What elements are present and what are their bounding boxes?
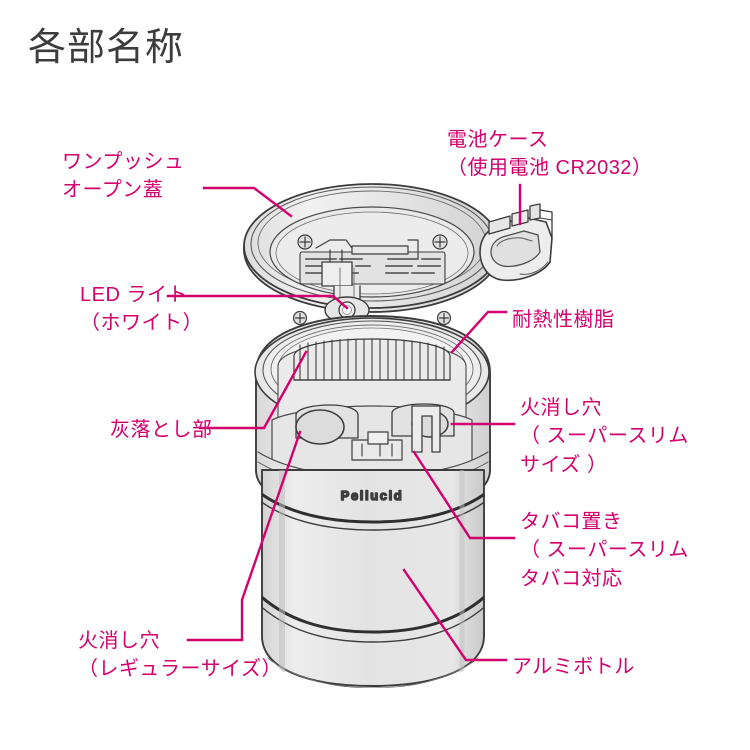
callout-battery-case: 電池ケース （使用電池 CR2032） xyxy=(447,129,653,180)
callout-fire-hole-regular: 火消し穴 （レギュラーサイズ） xyxy=(78,630,282,681)
resin-body xyxy=(254,315,491,513)
callout-ash-drop-section: 灰落とし部 xyxy=(110,419,213,441)
lid-assembly xyxy=(243,183,501,326)
aluminum-bottle-shape: Pellucid xyxy=(261,469,485,688)
leader-fire-hole-regular xyxy=(186,430,302,642)
lid-hinge-latch xyxy=(299,329,446,375)
callout-led-light: LED ライト （ホワイト） xyxy=(80,284,203,335)
page-title: 各部名称 xyxy=(28,27,185,69)
brand-text: Pellucid xyxy=(341,488,404,503)
lid-screws xyxy=(292,234,452,326)
led-light-module xyxy=(315,239,419,324)
fire-hole-regular-shape xyxy=(295,404,359,445)
leader-cigarette-rest xyxy=(412,450,516,540)
leader-aluminum-bottle xyxy=(402,568,508,662)
leader-one-push-open-lid xyxy=(202,186,293,218)
leader-heat-resistant-resin xyxy=(450,310,508,354)
ash-drop-grid xyxy=(293,338,451,381)
callout-one-push-open-lid: ワンプッシュ オープン蓋 xyxy=(62,151,185,202)
lid-caution-label xyxy=(299,251,446,285)
fire-hole-superslim-shape xyxy=(391,403,455,438)
callout-cigarette-rest: タバコ置き （ スーパースリム タバコ対応 xyxy=(520,511,689,590)
leader-ash-drop-section xyxy=(198,350,308,430)
callout-aluminum-bottle: アルミボトル xyxy=(512,656,635,678)
cigarette-rest-shape xyxy=(351,405,441,461)
battery-case-shape xyxy=(479,203,553,282)
callout-heat-resistant-resin: 耐熱性樹脂 xyxy=(512,309,615,331)
callout-fire-hole-superslim: 火消し穴 （ スーパースリム サイズ ） xyxy=(520,397,689,476)
